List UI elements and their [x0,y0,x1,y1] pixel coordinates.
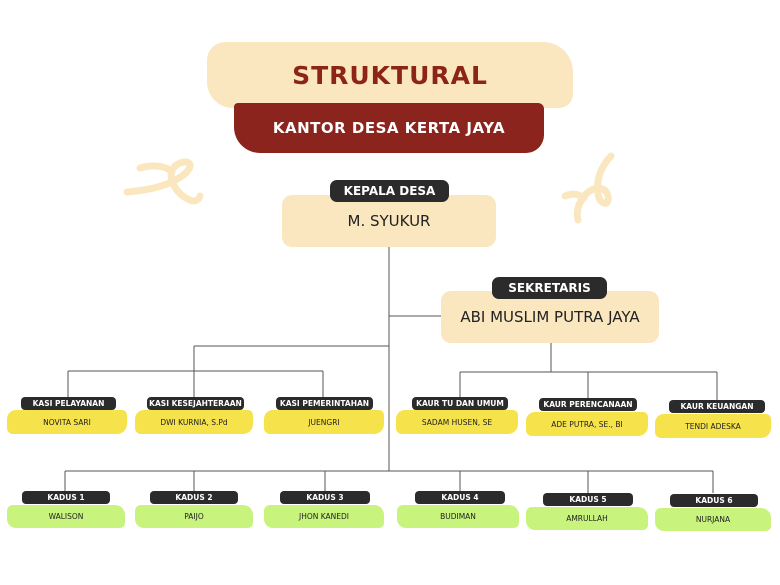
kasi-role-tag: KASI KESEJAHTERAAN [147,397,244,410]
page-title: STRUKTURAL [292,60,488,90]
kadus-name-box: BUDIMAN [397,505,519,528]
secretary-role-tag: SEKRETARIS [492,277,607,299]
swirl-right-icon [561,152,615,224]
kadus-role-tag: KADUS 3 [280,491,370,504]
kadus-name-box: JHON KANEDI [264,505,384,528]
head-name-box: M. SYUKUR [282,195,496,247]
kasi-name-box: NOVITA SARI [7,410,127,434]
swirl-left-icon [123,158,204,205]
secretary-name-box: ABI MUSLIM PUTRA JAYA [441,291,659,343]
kadus-role-tag: KADUS 1 [22,491,110,504]
kadus-role-tag: KADUS 4 [415,491,505,504]
kadus-name-box: NURJANA [655,508,771,531]
kadus-role-tag: KADUS 2 [150,491,238,504]
kadus-role-tag: KADUS 6 [670,494,758,507]
kaur-role-tag: KAUR PERENCANAAN [539,398,637,411]
kasi-name-box: JUENGRI [264,410,384,434]
kadus-name-box: AMRULLAH [526,507,648,530]
head-role-tag: KEPALA DESA [330,180,449,202]
kadus-name-box: PAIJO [135,505,253,528]
kasi-role-tag: KASI PEMERINTAHAN [276,397,373,410]
kaur-name-box: ADE PUTRA, SE., BI [526,412,648,436]
title-banner: STRUKTURAL [207,42,573,108]
page-subtitle: KANTOR DESA KERTA JAYA [272,119,506,137]
kasi-role-tag: KASI PELAYANAN [21,397,116,410]
kadus-role-tag: KADUS 5 [543,493,633,506]
kaur-name-box: SADAM HUSEN, SE [396,410,518,434]
kasi-name-box: DWI KURNIA, S.Pd [135,410,253,434]
kadus-name-box: WALISON [7,505,125,528]
kaur-role-tag: KAUR TU DAN UMUM [412,397,508,410]
kaur-name-box: TENDI ADESKA [655,414,771,438]
subtitle-banner: KANTOR DESA KERTA JAYA [234,103,544,153]
kaur-role-tag: KAUR KEUANGAN [669,400,765,413]
